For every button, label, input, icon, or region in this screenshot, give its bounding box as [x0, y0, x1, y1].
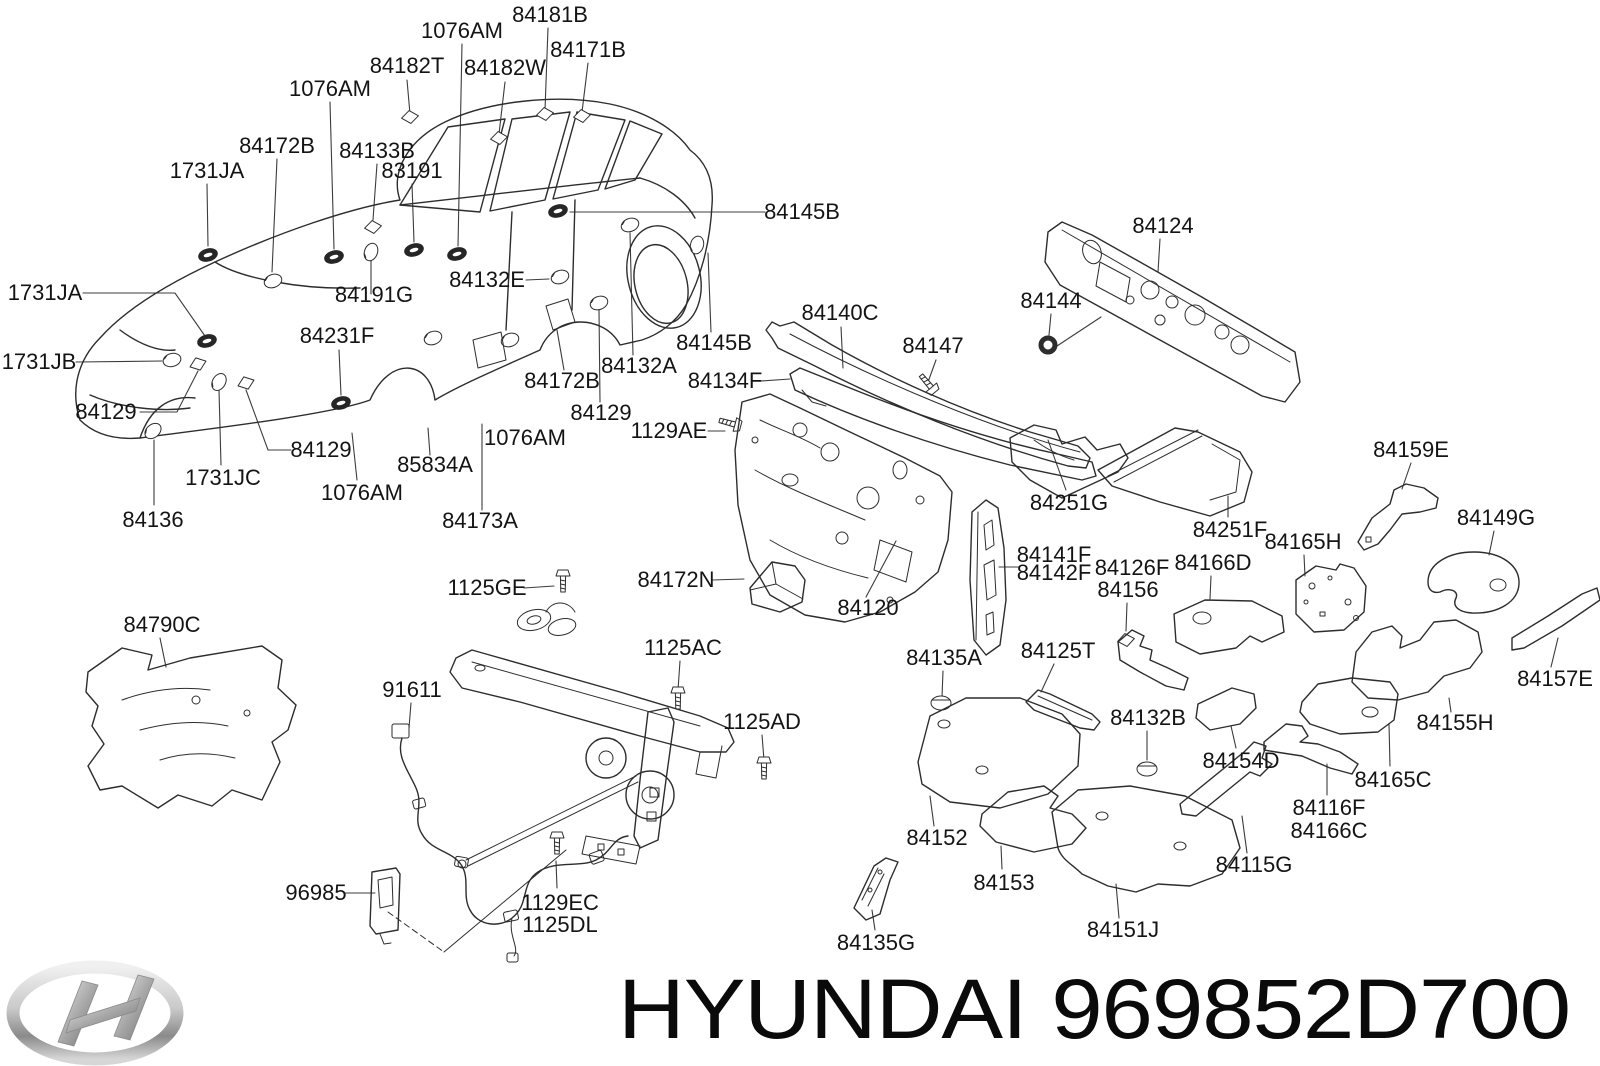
part-label-84142F: 84142F [1017, 560, 1092, 585]
wiring-harness-91611-drawing [387, 723, 629, 963]
part-label-84140C: 84140C [801, 300, 878, 325]
part-label-84790C: 84790C [123, 612, 200, 637]
part-label-84129: 84129 [290, 437, 351, 462]
part-label-1731JB: 1731JB [2, 349, 77, 374]
fastener-markers [141, 105, 1158, 777]
tunnel-insulator-drawing [1009, 424, 1253, 517]
part-label-84159E: 84159E [1373, 437, 1449, 462]
heat-shield-84790C-drawing [85, 645, 297, 809]
part-label-84129: 84129 [570, 400, 631, 425]
part-label-84132B: 84132B [1110, 705, 1186, 730]
part-label-84141F: 84141F [1017, 542, 1092, 567]
floor-pads-drawing [853, 697, 1241, 921]
part-label-84115G: 84115G [1216, 852, 1293, 877]
part-label-84166C: 84166C [1290, 818, 1367, 843]
foam-block-84172N-drawing [749, 561, 806, 613]
part-label-84154D: 84154D [1202, 748, 1279, 773]
part-label-84172N: 84172N [637, 567, 714, 592]
part-label-84153: 84153 [973, 870, 1034, 895]
insulator-pads-drawing [1025, 483, 1600, 817]
part-label-1731JA: 1731JA [170, 158, 245, 183]
part-label-84156: 84156 [1097, 577, 1158, 602]
part-label-84172B: 84172B [524, 368, 600, 393]
part-label-84116F: 84116F [1293, 795, 1366, 820]
part-label-1731JA: 1731JA [8, 280, 83, 305]
part-label-84147: 84147 [902, 333, 963, 358]
part-label-84136: 84136 [122, 507, 183, 532]
part-label-1076AM: 1076AM [421, 18, 503, 43]
part-label-84133B: 84133B [339, 138, 415, 163]
leader-lines [75, 27, 1559, 931]
part-label-1129AE: 1129AE [631, 418, 708, 443]
part-label-84171B: 84171B [550, 37, 626, 62]
part-label-84126F: 84126F [1095, 555, 1170, 580]
part-label-84129: 84129 [75, 399, 136, 424]
part-label-1076AM: 1076AM [321, 480, 403, 505]
cowl-panel-drawing [765, 321, 1097, 481]
part-label-84166D: 84166D [1174, 550, 1251, 575]
part-label-84132E: 84132E [449, 267, 525, 292]
part-label-84120: 84120 [837, 595, 898, 620]
part-label-84125T: 84125T [1021, 638, 1096, 663]
part-label-85834A: 85834A [397, 452, 473, 477]
hyundai-logo [6, 960, 184, 1066]
part-label-84251F: 84251F [1193, 517, 1268, 542]
part-label-84173A: 84173A [442, 508, 518, 533]
part-label-84182W: 84182W [464, 55, 546, 80]
part-label-84144: 84144 [1020, 288, 1081, 313]
part-label-84151J: 84151J [1087, 917, 1159, 942]
part-label-84132A: 84132A [601, 353, 677, 378]
part-label-84172B: 84172B [239, 133, 315, 158]
washer-1125GE-drawing [516, 602, 577, 636]
part-label-1125DL: 1125DL [522, 912, 597, 937]
part-label-84155H: 84155H [1416, 710, 1493, 735]
part-label-84181B: 84181B [512, 2, 588, 27]
side-seal-84141F-drawing [969, 499, 1007, 656]
part-label-84251G: 84251G [1030, 490, 1108, 515]
part-label-1125AC: 1125AC [644, 635, 722, 660]
part-label-84157E: 84157E [1517, 666, 1593, 691]
part-label-84152: 84152 [906, 825, 967, 850]
radiator-support-drawing [449, 649, 735, 869]
part-label-84145B: 84145B [764, 199, 840, 224]
part-label-84165C: 84165C [1354, 767, 1431, 792]
part-label-84135A: 84135A [906, 645, 982, 670]
part-label-84149G: 84149G [1457, 505, 1535, 530]
firewall-insulator-84124-drawing [1038, 221, 1301, 403]
part-label-84191G: 84191G [335, 282, 413, 307]
part-label-1076AM: 1076AM [484, 425, 566, 450]
part-label-84134F: 84134F [688, 368, 763, 393]
part-label-84145B: 84145B [676, 330, 752, 355]
part-label-1731JC: 1731JC [185, 465, 261, 490]
part-label-96985: 96985 [285, 880, 346, 905]
part-label-84165H: 84165H [1264, 529, 1341, 554]
part-label-83191: 83191 [381, 158, 442, 183]
part-label-84231F: 84231F [300, 323, 375, 348]
part-label-84124: 84124 [1132, 213, 1193, 238]
part-label-84182T: 84182T [370, 53, 445, 78]
dash-panel-84120-drawing [734, 393, 953, 623]
part-label-1125GE: 1125GE [447, 575, 526, 600]
part-label-1076AM: 1076AM [289, 76, 371, 101]
module-96985-drawing [369, 867, 401, 945]
part-label-1125AD: 1125AD [723, 709, 801, 734]
part-label-91611: 91611 [382, 677, 442, 702]
part-label-84135G: 84135G [837, 930, 915, 955]
part-label-1129EC: 1129EC [521, 890, 599, 915]
brand-text: HYUNDAI 969852D700 [618, 962, 1570, 1056]
